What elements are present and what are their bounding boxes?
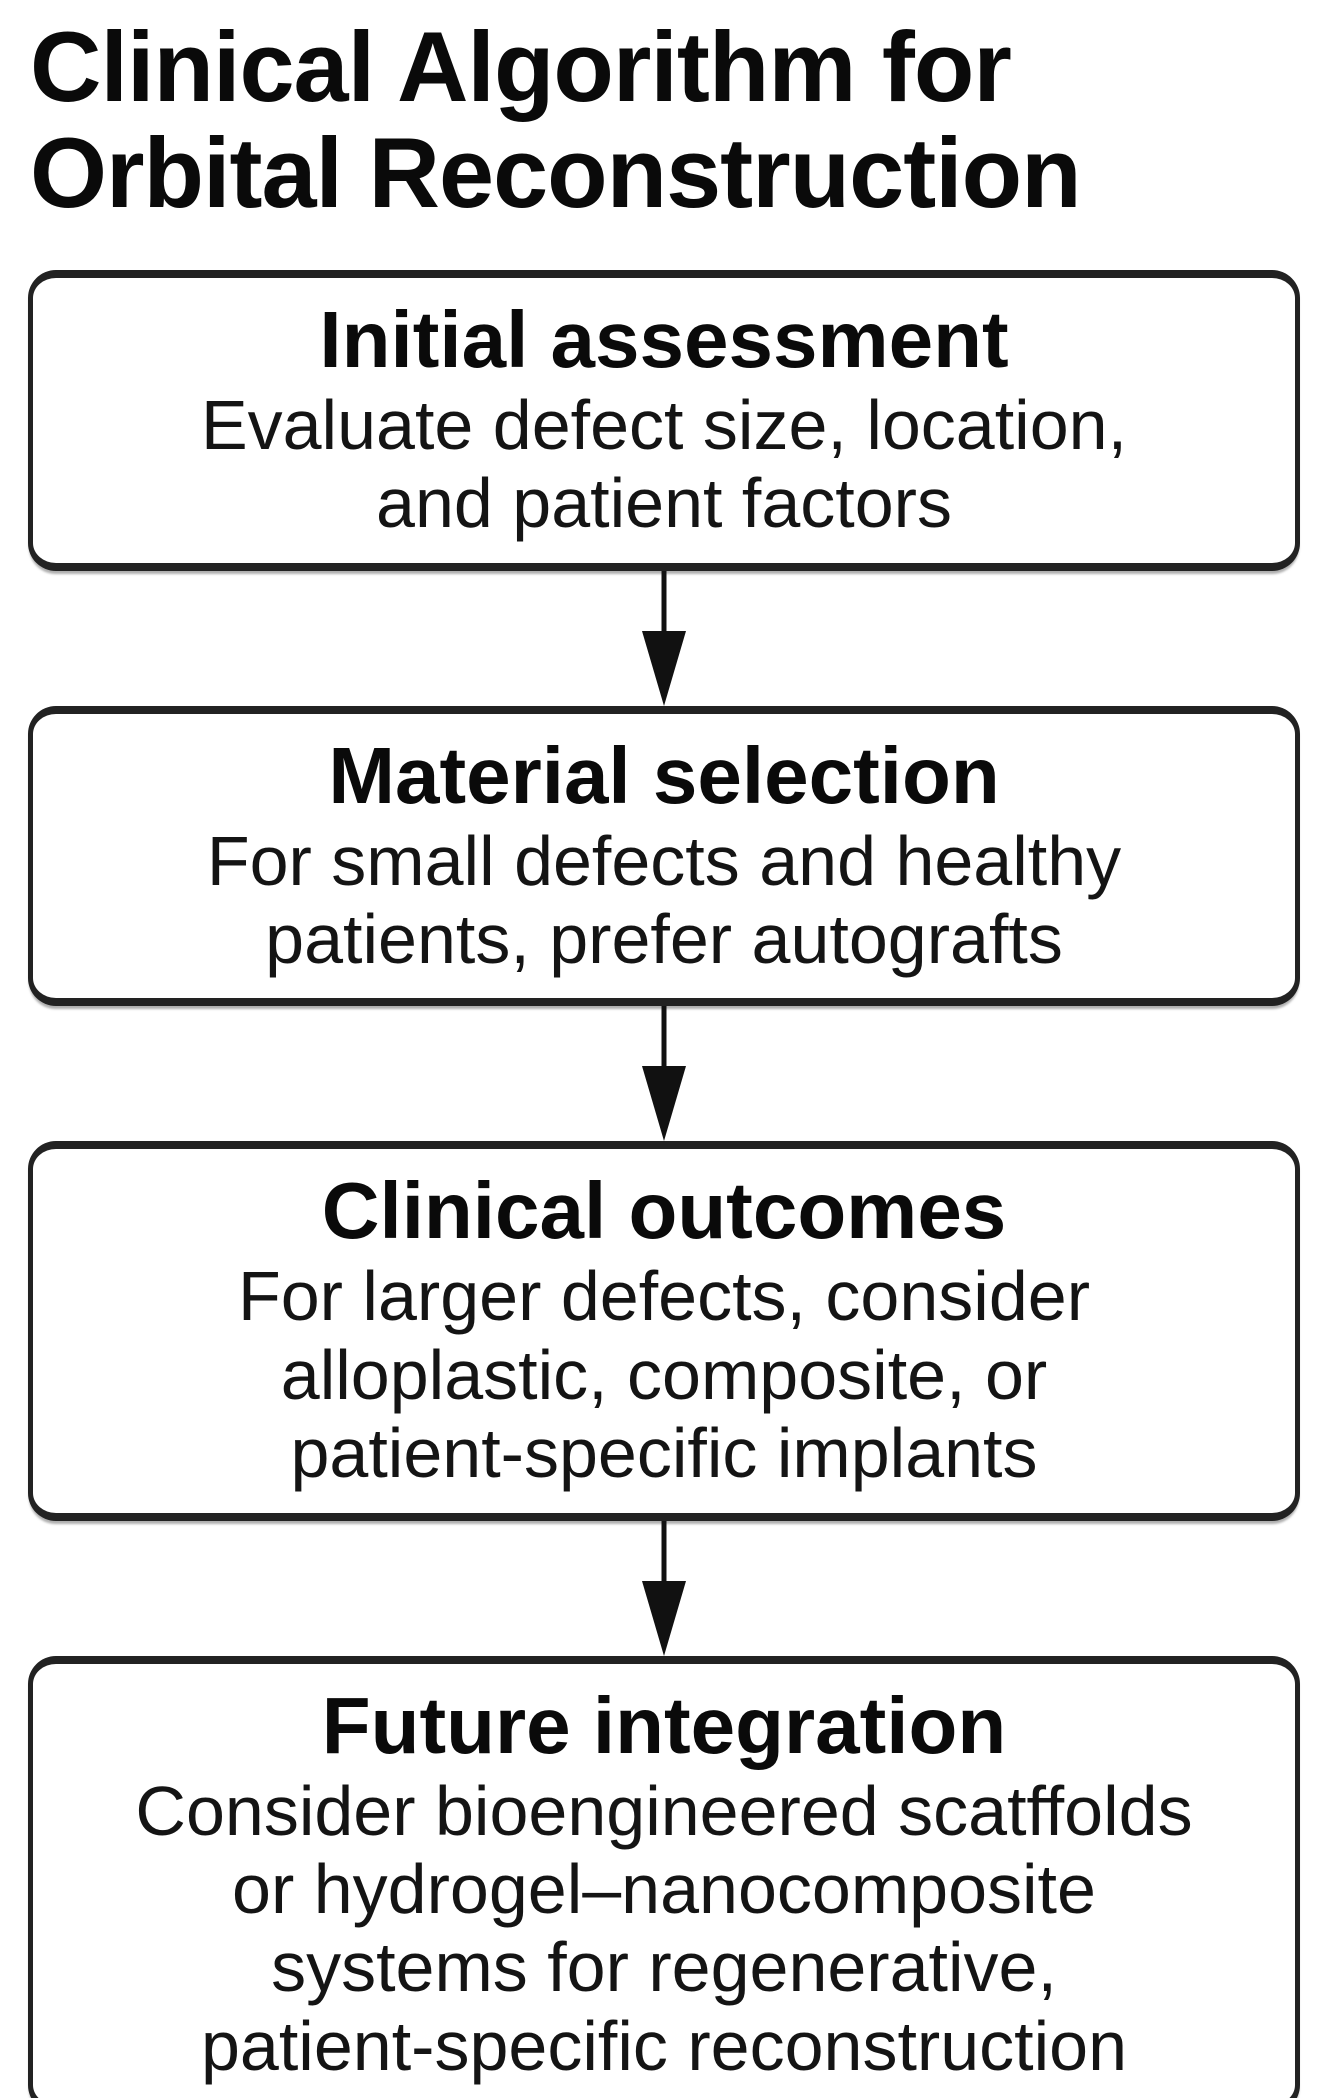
flow-box-title: Initial assessment bbox=[319, 294, 1009, 384]
down-arrow bbox=[28, 1006, 1300, 1142]
down-arrow-icon bbox=[642, 1006, 686, 1142]
down-arrow bbox=[28, 570, 1300, 706]
page-title-line-1: Clinical Algorithm for bbox=[30, 11, 1012, 122]
flow-box-text-line: For larger defects, consider bbox=[237, 1257, 1091, 1336]
page-title-line-2: Orbital Reconstruction bbox=[30, 116, 1082, 228]
flow-box-text-line: patients, prefer autografts bbox=[265, 900, 1063, 979]
page-title: Clinical Algorithm for Orbital Reconstru… bbox=[0, 0, 1329, 226]
flow-box-text-line: and patient factors bbox=[376, 464, 952, 543]
flow-box-title: Future integration bbox=[321, 1680, 1007, 1770]
down-arrow-icon bbox=[642, 1520, 686, 1656]
flow-box-text-line: Evaluate defect size, location, bbox=[200, 385, 1128, 464]
flow-box-text-line: For small defects and healthy bbox=[206, 821, 1122, 900]
flow-box: Future integration Consider bioengineere… bbox=[28, 1655, 1300, 2098]
flow-box-text-line: patient-specific reconstruction bbox=[201, 2006, 1127, 2085]
flow-box-body: Evaluate defect size, location,and patie… bbox=[41, 386, 1287, 543]
flowchart: Initial assessment Evaluate defect size,… bbox=[28, 269, 1300, 2098]
flow-box: Clinical outcomes For larger defects, co… bbox=[28, 1141, 1300, 1521]
flow-box-text-line: systems for regenerative, bbox=[271, 1928, 1057, 2007]
flow-box-text-line: alloplastic, composite, or bbox=[280, 1335, 1048, 1414]
flow-box-title: Material selection bbox=[328, 730, 1000, 820]
flow-box-text-line: Consider bioengineered scatffolds bbox=[135, 1771, 1193, 1850]
flow-box-text-line: patient-specific implants bbox=[290, 1414, 1038, 1493]
down-arrow bbox=[28, 1520, 1300, 1656]
flow-box: Material selection For small defects and… bbox=[28, 705, 1300, 1007]
flow-box-title: Clinical outcomes bbox=[321, 1166, 1007, 1256]
down-arrow-icon bbox=[642, 570, 686, 706]
flow-box: Initial assessment Evaluate defect size,… bbox=[28, 269, 1300, 571]
flow-box-text-line: or hydrogel–nanocomposite bbox=[232, 1849, 1096, 1928]
